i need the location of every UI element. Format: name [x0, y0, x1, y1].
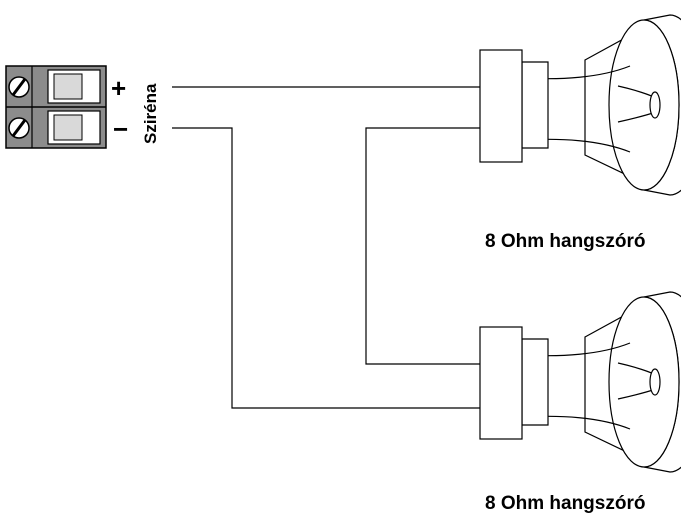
screw-top-icon [8, 76, 30, 98]
terminal-slot-bottom [47, 110, 101, 145]
terminal-slot-top [47, 69, 101, 104]
speaker-1-icon [479, 14, 681, 196]
speaker-2-icon [479, 291, 681, 473]
wires [172, 86, 480, 409]
terminal-block [5, 65, 107, 149]
plus-sign: + [111, 73, 126, 103]
terminal-label: Sziréna [141, 83, 160, 144]
speaker-1-label: 8 Ohm hangszóró [485, 231, 645, 252]
wire-series-link [365, 127, 480, 365]
screw-bottom-icon [8, 117, 30, 139]
minus-sign: − [113, 114, 128, 144]
wire-negative [172, 127, 480, 409]
speaker-2-label: 8 Ohm hangszóró [485, 493, 645, 514]
